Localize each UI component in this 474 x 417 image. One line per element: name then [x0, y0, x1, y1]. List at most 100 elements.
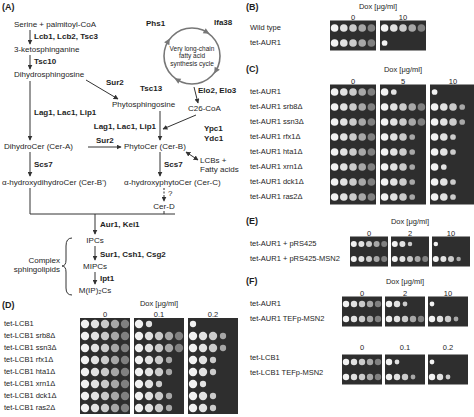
yeast-spot	[190, 321, 196, 327]
enzyme-label: Tsc13	[140, 84, 162, 93]
yeast-spot	[343, 301, 349, 307]
metabolite-label: α-hydroxyphytoCer (Cer-C)	[124, 178, 221, 187]
plate-background	[432, 237, 470, 267]
assay-label: tet-AUR1 rfx1Δ	[250, 133, 300, 141]
assay-label: tet-LCB1	[250, 354, 280, 362]
yeast-spot	[407, 256, 413, 262]
assay-label: 0.1	[400, 344, 410, 352]
yeast-spot	[91, 332, 99, 340]
assay-label: tet-AUR1 hta1Δ	[250, 148, 303, 156]
yeast-spot	[395, 360, 400, 365]
yeast-spot	[409, 194, 415, 200]
yeast-spot	[145, 356, 153, 364]
yeast-spot	[375, 301, 381, 307]
yeast-spot	[111, 332, 119, 340]
yeast-spot	[331, 118, 339, 126]
yeast-spot	[111, 320, 119, 328]
yeast-spot	[121, 356, 129, 364]
yeast-spot	[408, 103, 416, 111]
yeast-spot	[368, 133, 376, 141]
yeast-spot	[343, 359, 349, 365]
yeast-spot	[409, 149, 415, 155]
panel-label: (A)	[2, 2, 15, 12]
assay-label: 0	[351, 14, 355, 22]
yeast-spot	[399, 24, 407, 32]
yeast-spot	[386, 359, 392, 365]
metabolite-label: ?	[168, 189, 172, 198]
yeast-spot	[434, 242, 439, 247]
yeast-spot	[175, 332, 183, 340]
yeast-spot	[368, 103, 376, 111]
yeast-spot	[199, 392, 207, 400]
yeast-spot	[340, 178, 348, 186]
yeast-spot	[368, 178, 376, 186]
assay-label: 5	[401, 78, 405, 86]
yeast-spot	[220, 333, 226, 339]
yeast-spot	[390, 148, 398, 156]
plate-background	[80, 318, 130, 414]
yeast-spot	[199, 344, 207, 352]
yeast-spot	[418, 118, 426, 126]
yeast-spot	[155, 332, 163, 340]
yeast-spot	[409, 134, 415, 140]
yeast-spot	[189, 332, 197, 340]
assay-label: tet-LCB1 ssn3Δ	[4, 344, 57, 352]
assay-label: tet-AUR1 ssn3Δ	[250, 118, 304, 126]
assay-label: tet-AUR1 TEFp-MSN2	[250, 315, 324, 323]
yeast-spot	[331, 24, 339, 32]
yeast-spot	[399, 193, 407, 201]
yeast-spot	[111, 368, 119, 376]
plate-background	[342, 297, 382, 327]
yeast-spot	[358, 256, 364, 262]
enzyme-label: Sur1, Csh1, Csg2	[100, 250, 166, 259]
metabolite-label: Cer-D	[153, 202, 174, 211]
yeast-spot	[81, 380, 89, 388]
yeast-spot	[155, 392, 163, 400]
yeast-spot	[91, 368, 99, 376]
yeast-spot	[431, 103, 439, 111]
enzyme-label: Lag1, Lac1, Lip1	[34, 108, 96, 117]
yeast-spot	[450, 179, 456, 185]
enzyme-label: Ipt1	[100, 274, 114, 283]
yeast-spot	[343, 374, 349, 380]
yeast-spot	[91, 320, 99, 328]
yeast-spot	[440, 148, 448, 156]
yeast-spot	[374, 256, 380, 262]
yeast-spot	[429, 374, 435, 380]
yeast-spot	[399, 178, 407, 186]
yeast-spot	[101, 368, 109, 376]
yeast-spot	[390, 163, 398, 171]
panel-label: (C)	[246, 64, 259, 74]
assay-label: tet-AUR1	[250, 39, 281, 47]
yeast-spot	[392, 256, 398, 262]
enzyme-label: Ydc1	[204, 134, 223, 143]
yeast-spot	[368, 24, 376, 32]
yeast-spot	[450, 134, 456, 140]
yeast-spot	[340, 193, 348, 201]
assay-label: 10	[449, 78, 457, 86]
yeast-spot	[392, 241, 398, 247]
yeast-spot	[399, 103, 407, 111]
yeast-spot	[359, 316, 365, 322]
enzyme-label: Scs7	[34, 160, 53, 169]
assay-label: tet-AUR1 + pRS425	[250, 240, 317, 248]
assay-label: tet-LCB1 TEFp-MSN2	[250, 369, 323, 377]
yeast-spot	[199, 332, 207, 340]
yeast-spot	[390, 118, 398, 126]
yeast-spot	[189, 368, 197, 376]
yeast-spot	[381, 88, 389, 96]
yeast-spot	[145, 368, 153, 376]
plate-background	[134, 318, 184, 414]
assay-label: tet-AUR1 srb8Δ	[250, 103, 303, 111]
yeast-spot	[156, 381, 162, 387]
yeast-spot	[399, 256, 405, 262]
plate-background	[380, 85, 426, 205]
enzyme-label: Tsc10	[34, 57, 56, 66]
enzyme-label: Aur1, Kei1	[100, 220, 140, 229]
yeast-spot	[331, 193, 339, 201]
yeast-spot	[381, 241, 387, 247]
yeast-spot	[449, 103, 457, 111]
yeast-spot	[91, 356, 99, 364]
yeast-spot	[189, 392, 197, 400]
yeast-spot	[358, 148, 366, 156]
